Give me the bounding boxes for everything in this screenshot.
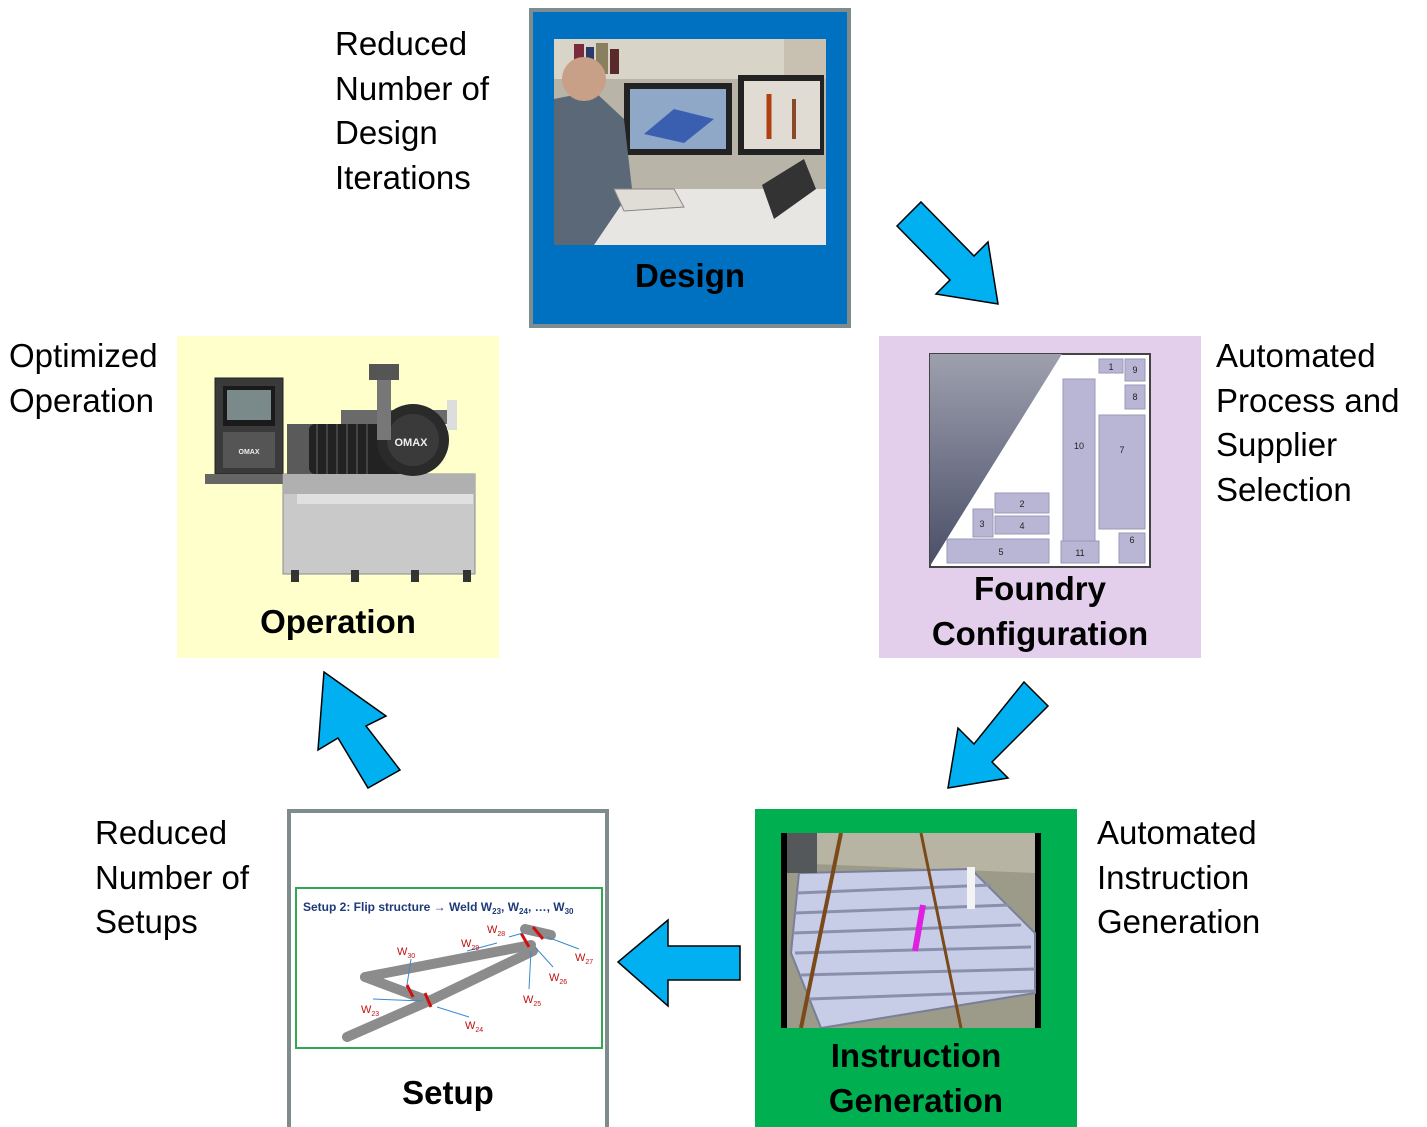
cell-5: [946, 538, 1050, 564]
cell-2: [994, 492, 1050, 514]
weld-label: 25: [533, 1001, 541, 1008]
cell-1: [1098, 358, 1124, 374]
weld-letter: W: [549, 972, 560, 984]
design-stage: Design: [529, 8, 851, 328]
arrow-setup-to-operation: [317, 670, 402, 790]
svg-text:W30: W30: [397, 946, 415, 960]
setup-caption-sep: ,: [547, 900, 554, 914]
weld-letter: W: [361, 1004, 372, 1016]
weld-label: 26: [559, 979, 567, 986]
cell-label: 7: [1119, 445, 1124, 455]
svg-text:W26: W26: [549, 972, 567, 986]
arrow-foundry-to-instruction: [947, 680, 1050, 789]
svg-text:W23: W23: [361, 1004, 379, 1018]
cell-label: 9: [1132, 365, 1137, 375]
cell-label: 10: [1074, 441, 1084, 451]
setup-benefit-text: Reduced Number of Setups: [95, 814, 250, 940]
instruction-stage: Instruction Generation: [755, 809, 1077, 1127]
cell-label: 8: [1132, 392, 1137, 402]
setup-caption: Setup 2: Flip structure → Weld W: [303, 900, 493, 914]
design-title: Design: [634, 257, 746, 294]
setup-title: Setup: [402, 1074, 494, 1111]
svg-text:W27: W27: [575, 952, 593, 966]
setup-figure: Setup 2: Flip structure → Weld W23, W24,…: [295, 887, 603, 1049]
cell-label: 3: [979, 519, 984, 529]
design-benefit-text: Reduced Number of Design Iterations: [335, 25, 490, 196]
cell-label: 4: [1019, 521, 1024, 531]
weld-letter: W: [487, 924, 498, 936]
setup-caption-sub: 24: [519, 907, 528, 916]
weld-label: 28: [497, 931, 505, 938]
foundry-benefit-text: Automated Process and Supplier Selection: [1216, 337, 1400, 508]
cell-label: 2: [1019, 499, 1024, 509]
foundry-layout-diagram: 1 9 8 10 7 2 3 4 5 11 6: [929, 353, 1151, 568]
setup-caption-sub: 30: [565, 907, 574, 916]
svg-text:W29: W29: [461, 938, 479, 952]
cell-8: [1124, 384, 1146, 410]
svg-text:Setup 2: Flip structure → Weld: Setup 2: Flip structure → Weld W23, W24,…: [303, 900, 574, 916]
operation-title: Operation: [260, 603, 416, 640]
foundry-title: Foundry Configuration: [931, 570, 1149, 652]
instruction-render: [781, 833, 1041, 1028]
weld-label: 30: [407, 953, 415, 960]
cell-label: 6: [1129, 535, 1134, 545]
instruction-benefit-text: Automated Instruction Generation: [1097, 814, 1261, 940]
foundry-stage: 1 9 8 10 7 2 3 4 5 11 6 Foundry Configur…: [879, 336, 1201, 658]
weld-label: 27: [585, 959, 593, 966]
cell-11: [1060, 540, 1100, 564]
arrow-instruction-to-setup: [616, 918, 741, 1008]
instruction-title: Instruction Generation: [828, 1037, 1004, 1119]
setup-caption-letter: W: [508, 900, 520, 914]
svg-text:W24: W24: [465, 1020, 483, 1034]
operation-benefit-text: Optimized Operation: [9, 337, 158, 419]
machine-brand: OMAX: [239, 449, 260, 456]
setup-stage: Setup 2: Flip structure → Weld W23, W24,…: [287, 809, 609, 1127]
machine-brand: OMAX: [395, 437, 429, 449]
setup-caption-sep: ,: [528, 900, 535, 914]
cell-6: [1118, 532, 1146, 564]
cell-10: [1062, 378, 1096, 548]
setup-caption-ellipsis: …: [535, 900, 547, 914]
setup-caption-sub: 23: [492, 907, 501, 916]
weld-label: 23: [371, 1011, 379, 1018]
cell-3: [972, 508, 994, 538]
weld-letter: W: [465, 1020, 476, 1032]
operation-machine-photo: OMAX OMAX: [201, 364, 477, 582]
weld-letter: W: [523, 994, 534, 1006]
design-photo: [554, 39, 826, 245]
cell-label: 11: [1075, 548, 1084, 558]
cell-7: [1098, 414, 1146, 530]
setup-caption-sep: ,: [501, 900, 508, 914]
arrow-design-to-foundry: [895, 200, 999, 305]
cell-4: [994, 515, 1050, 535]
operation-stage: OMAX OMAX Operation: [177, 336, 499, 658]
setup-caption-letter: W: [553, 900, 565, 914]
weld-letter: W: [397, 946, 408, 958]
weld-letter: W: [575, 952, 586, 964]
svg-text:W25: W25: [523, 994, 541, 1008]
cell-9: [1124, 358, 1146, 382]
cell-label: 1: [1108, 362, 1113, 372]
weld-letter: W: [461, 938, 472, 950]
cell-label: 5: [998, 547, 1003, 557]
weld-label: 29: [471, 945, 479, 952]
svg-text:W28: W28: [487, 924, 505, 938]
weld-label: 24: [475, 1027, 483, 1034]
